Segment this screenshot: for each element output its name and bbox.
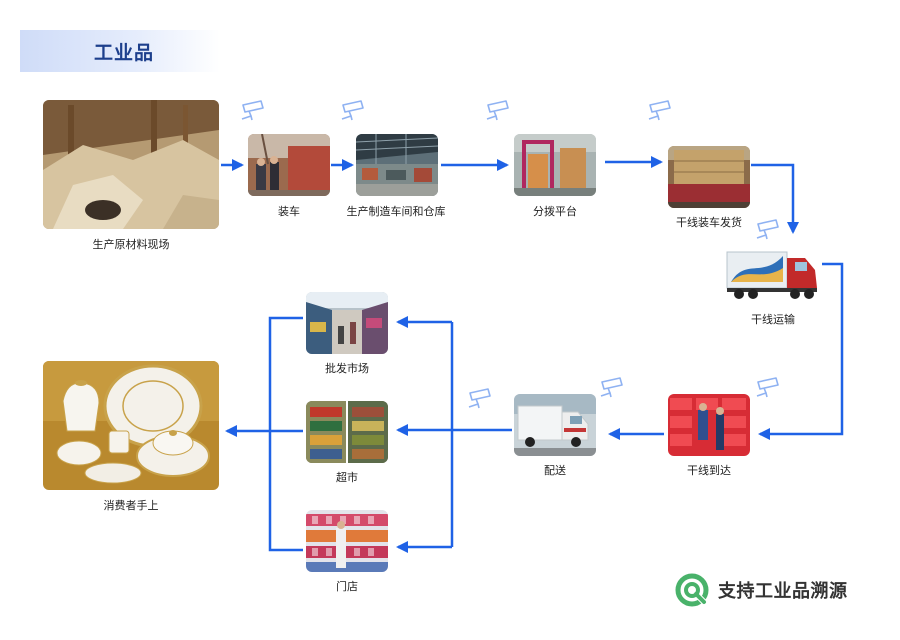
store-photo [306,510,388,572]
delivery-label: 配送 [544,464,566,477]
surveillance-camera-icon [648,100,671,121]
traceability-logo-icon [675,573,710,608]
wholesale-photo [306,292,388,354]
surveillance-camera-icon [486,100,509,121]
arrow-dispatch-to-transport [751,163,799,234]
arrow-transport-to-arrival [758,262,844,440]
wholesale-label: 批发市场 [325,362,369,375]
trunk-arrival-label: 干线到达 [687,464,731,477]
sorting-label: 分拨平台 [533,205,577,218]
supermarket-photo [306,401,388,463]
raw-material-label: 生产原材料现场 [92,238,170,251]
footer-text: 支持工业品溯源 [718,581,848,602]
trunk-dispatch-photo [668,146,750,208]
trunk-arrival-photo [668,394,750,456]
sorting-photo [514,134,596,196]
surveillance-camera-icon [756,377,779,398]
trunk-dispatch-label: 干线装车发货 [676,216,742,229]
trunk-transport-truck [725,244,821,304]
surveillance-camera-icon [341,100,364,121]
consumer-label: 消费者手上 [103,499,159,512]
store-label: 门店 [336,580,358,593]
delivery-photo [514,394,596,456]
consumer-photo [43,361,219,490]
surveillance-camera-icon [241,100,264,121]
title-banner: 工业品 [20,30,220,72]
surveillance-camera-icon [756,219,779,240]
surveillance-camera-icon [600,377,623,398]
workshop-photo [356,134,438,196]
page-title: 工业品 [94,41,155,64]
supermarket-label: 超市 [336,471,358,484]
loading-label: 装车 [278,205,300,218]
raw-material-photo [43,100,219,229]
loading-photo [248,134,330,196]
surveillance-camera-icon [468,388,491,409]
trunk-transport-label: 干线运输 [751,313,795,326]
footer-brand: 支持工业品溯源 [674,572,848,608]
arrow-left-collector [268,316,303,552]
workshop-label: 生产制造车间和仓库 [346,205,446,218]
